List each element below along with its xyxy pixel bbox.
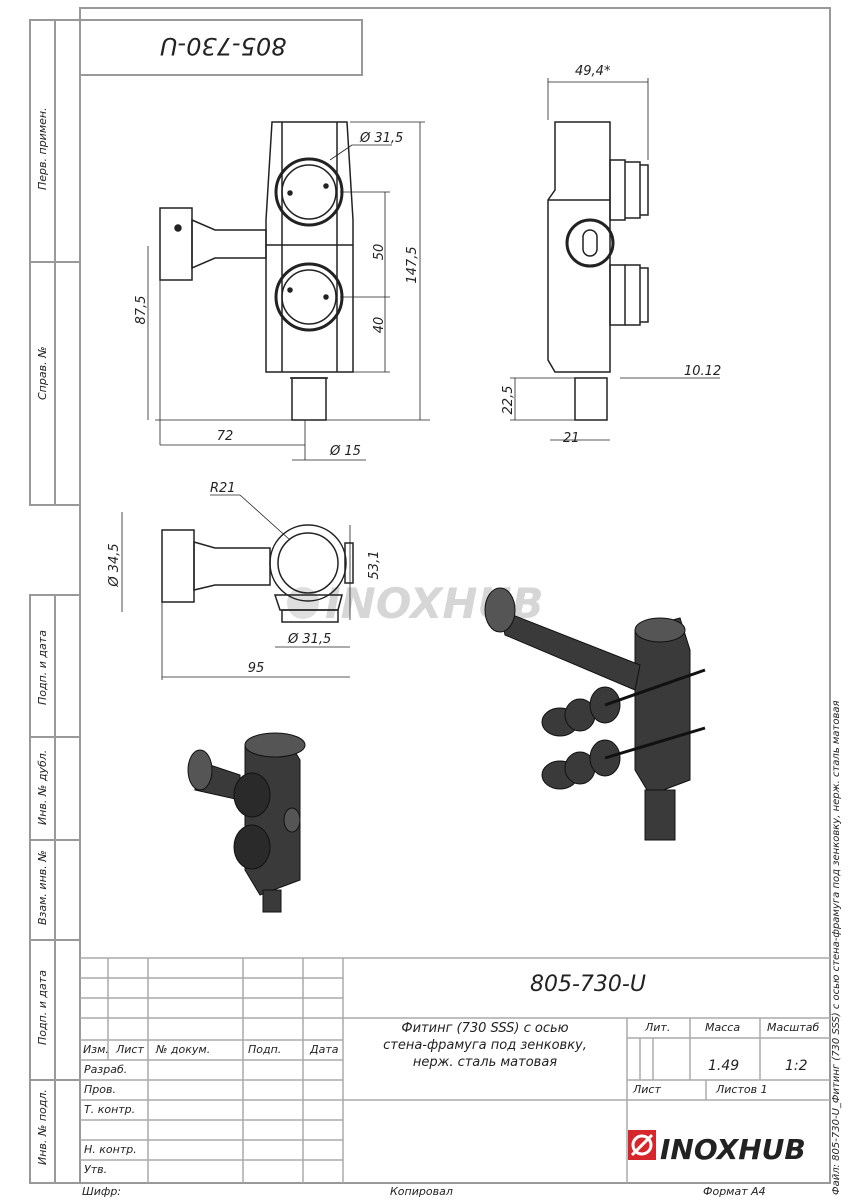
svg-text:Ø 31,5: Ø 31,5 [287,632,331,647]
side-view-dimensions: 49,4* 21 22,5 10.12 [501,64,721,446]
lit-label: Лит. [645,1021,671,1034]
title-drawing-number: 805-730-U [530,972,646,997]
header-izm: Изм. [83,1043,109,1056]
svg-text:87,5: 87,5 [134,296,149,325]
svg-text:Ø 34,5: Ø 34,5 [107,543,122,587]
strip-label: Инв. № дубл. [36,749,49,825]
isometric-assembled-view [187,732,306,913]
strip-label: Подп. и дата [36,630,49,705]
role-label: Н. контр. [84,1143,137,1156]
top-view [121,494,354,680]
front-view-dimensions: Ø 31,5 50 40 147,5 87,5 72 Ø 15 [134,131,420,459]
strip-label: Взам. инв. № [36,850,49,925]
svg-text:Ø 31,5: Ø 31,5 [359,131,403,146]
header-list: Лист [116,1043,144,1056]
svg-text:147,5: 147,5 [405,246,420,283]
svg-text:INOXHUB: INOXHUB [660,1133,806,1166]
strip-label: Справ. № [36,346,49,400]
cipher-label: Шифр: [82,1185,122,1198]
role-label: Пров. [84,1083,116,1096]
sheets-label: Листов 1 [716,1083,768,1096]
inoxhub-logo: INOXHUB [628,1130,806,1166]
header-data: Дата [310,1043,339,1056]
header-doc: № докум. [156,1043,211,1056]
svg-text:95: 95 [248,661,265,676]
scale-value: 1:2 [785,1058,808,1074]
scale-label: Масштаб [767,1021,820,1034]
title-line: Фитинг (730 SSS) с осью [401,1021,569,1036]
svg-text:Ø 15: Ø 15 [329,444,361,459]
title-block-grid [80,957,830,1183]
frame [29,7,831,1184]
top-view-dimensions: R21 Ø 34,5 53,1 Ø 31,5 95 [107,481,382,676]
svg-text:53,1: 53,1 [367,551,382,580]
mass-label: Масса [705,1021,741,1034]
strip-label: Перв. примен. [36,107,49,190]
strip-label: Подп. и дата [36,970,49,1045]
sheet-label: Лист [633,1083,661,1096]
svg-text:10.12: 10.12 [684,364,721,379]
svg-text:R21: R21 [210,481,236,496]
svg-text:50: 50 [372,244,387,261]
role-label: Разраб. [84,1063,128,1076]
strip-label: Инв. № подл. [36,1089,49,1165]
mass-value: 1.49 [708,1058,740,1074]
file-label: Файл: 805-730-U_Фитинг (730 SSS) с осью … [831,700,842,1195]
isometric-exploded-view [484,587,706,841]
svg-text:72: 72 [217,429,234,444]
svg-text:49,4*: 49,4* [575,64,611,79]
front-view [147,121,430,461]
role-label: Т. контр. [84,1103,136,1116]
header-podp: Подп. [248,1043,282,1056]
svg-text:21: 21 [563,431,580,446]
drawing-number-inverted: 805-730-U [160,32,287,60]
format-label: Формат А4 [703,1185,766,1198]
title-line: нерж. сталь матовая [412,1055,558,1070]
part-title: Фитинг (730 SSS) с осью стена-фрамуга по… [345,1020,625,1071]
svg-text:22,5: 22,5 [501,386,516,415]
role-label: Утв. [84,1163,108,1176]
side-view [510,78,720,441]
copied-label: Копировал [390,1185,453,1198]
title-line: стена-фрамуга под зенковку, [383,1038,587,1053]
svg-text:40: 40 [372,317,387,334]
